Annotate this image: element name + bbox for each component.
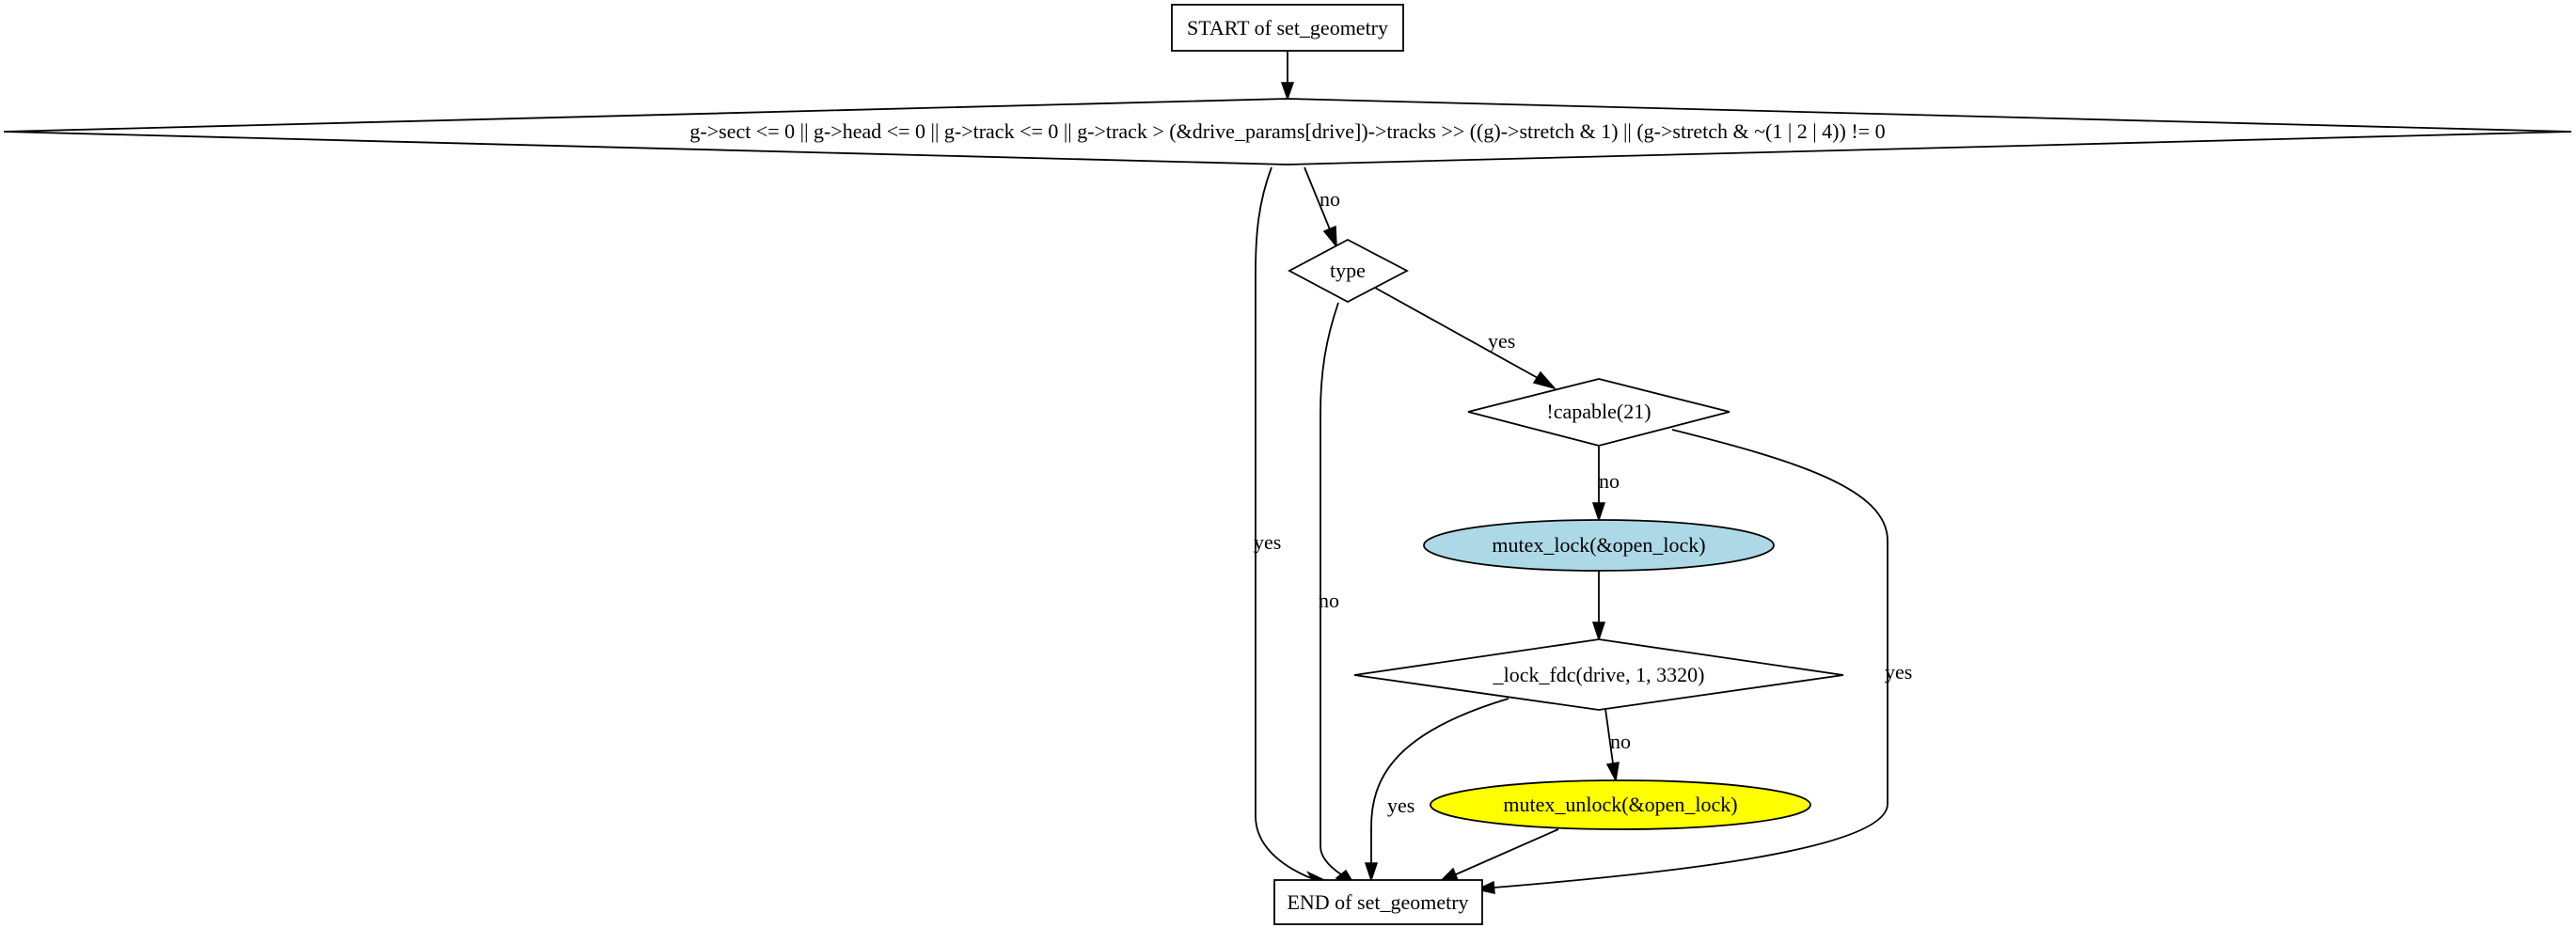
type-decision-node: type: [1288, 238, 1409, 304]
edge-lock-fdc-to-mutex-unlock-no: no: [1604, 708, 1631, 783]
mutex-unlock-label: mutex_unlock(&open_lock): [1503, 793, 1737, 816]
capable-decision-label: !capable(21): [1546, 400, 1651, 423]
geometry-condition-label: g->sect <= 0 || g->head <= 0 || g->track…: [689, 119, 1885, 143]
mutex-unlock-node: mutex_unlock(&open_lock): [1430, 779, 1811, 830]
edge-mutex-lock-to-lock-fdc: [1591, 571, 1606, 642]
mutex-lock-node: mutex_lock(&open_lock): [1423, 519, 1775, 572]
edge-label-type-no: no: [1319, 589, 1339, 612]
edge-label-lock-fdc-yes: yes: [1387, 794, 1414, 817]
geometry-condition-node: g->sect <= 0 || g->head <= 0 || g->track…: [3, 98, 2572, 165]
edge-label-lock-fdc-no: no: [1610, 730, 1631, 753]
edge-capable-to-mutex-lock-no: no: [1591, 447, 1620, 523]
edge-lock-fdc-to-end-yes: yes: [1364, 698, 1509, 883]
edge-type-to-capable-yes: yes: [1374, 287, 1557, 390]
edge-condition-to-type-no: no: [1304, 166, 1340, 249]
end-node: END of set_geometry: [1273, 879, 1483, 925]
edge-label-condition-no: no: [1320, 187, 1340, 211]
type-decision-label: type: [1330, 259, 1366, 282]
edge-label-capable-yes: yes: [1885, 660, 1912, 684]
edge-type-to-end-no: no: [1319, 302, 1356, 887]
mutex-lock-label: mutex_lock(&open_lock): [1492, 533, 1705, 557]
lock-fdc-decision-label: _lock_fdc(drive, 1, 3320): [1493, 663, 1705, 686]
start-node-label: START of set_geometry: [1187, 16, 1388, 39]
capable-decision-node: !capable(21): [1467, 378, 1731, 447]
edge-start-to-condition: [1280, 52, 1295, 102]
edge-label-type-yes: yes: [1488, 329, 1515, 353]
start-node: START of set_geometry: [1171, 4, 1404, 52]
end-node-label: END of set_geometry: [1287, 890, 1468, 914]
edge-capable-to-end-yes: yes: [1475, 429, 1912, 894]
edge-label-capable-no: no: [1599, 469, 1620, 493]
edge-label-condition-yes: yes: [1254, 530, 1281, 554]
lock-fdc-decision-node: _lock_fdc(drive, 1, 3320): [1353, 638, 1844, 711]
edge-mutex-unlock-to-end: [1437, 828, 1559, 883]
